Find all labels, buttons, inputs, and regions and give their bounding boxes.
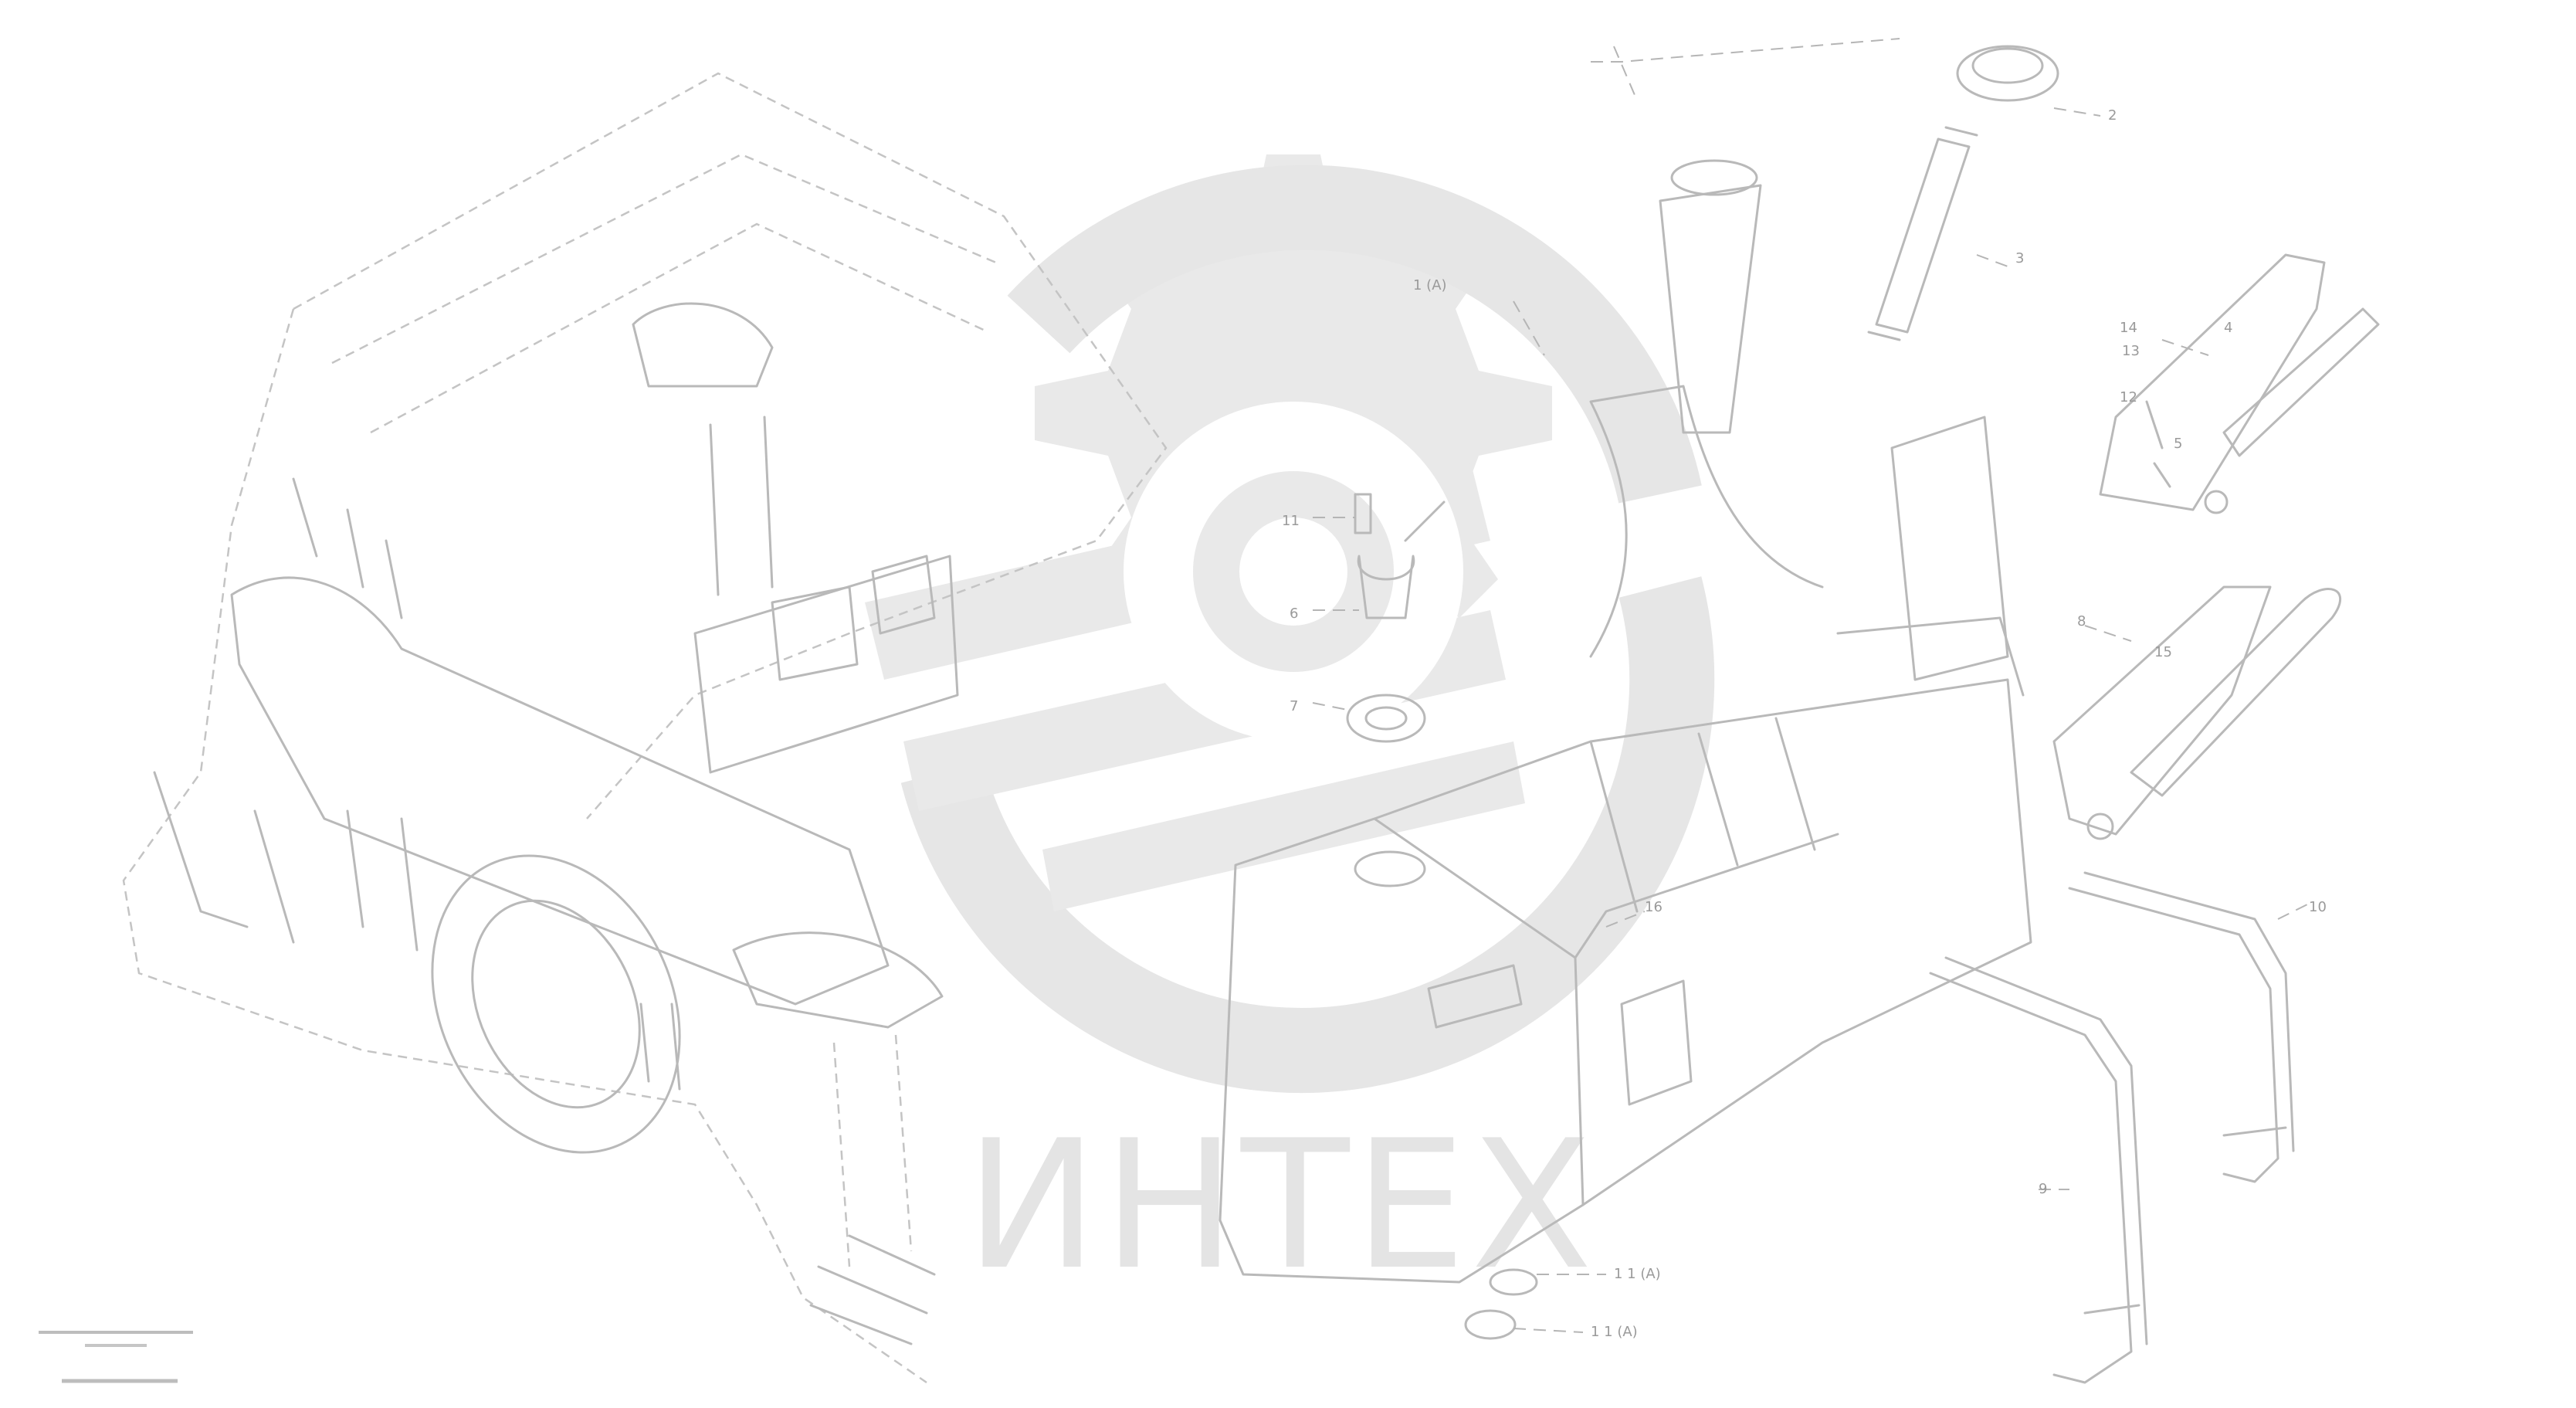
callout-1a: 1 (A) xyxy=(1413,277,1447,293)
watermark-text: ИНТЕХ xyxy=(965,1103,1597,1309)
drain-plug xyxy=(1464,1268,1538,1340)
callout-15: 15 xyxy=(2154,644,2172,660)
callout-3: 3 xyxy=(2015,250,2024,266)
callout-17: 1 1 (A) xyxy=(1614,1266,1661,1282)
callout-2: 2 xyxy=(2108,107,2117,124)
machine-body-outline xyxy=(122,72,1168,1384)
support-plate xyxy=(2052,585,2342,840)
drawing-stamp xyxy=(39,1331,193,1383)
callout-14: 14 xyxy=(2120,320,2137,336)
callout-10: 10 xyxy=(2309,899,2327,915)
fuel-tank xyxy=(1219,159,2032,1284)
tank-straps xyxy=(1929,871,2295,1384)
callout-13: 13 xyxy=(2122,343,2140,359)
bracket-and-strainer xyxy=(2099,253,2380,514)
callout-11: 11 xyxy=(1282,513,1300,529)
callout-8: 8 xyxy=(2077,613,2086,629)
callout-18: 1 1 (A) xyxy=(1591,1324,1638,1340)
leader-lines xyxy=(1312,38,2310,1333)
filler-cap-and-tube xyxy=(1867,45,2059,341)
callout-5: 5 xyxy=(2174,436,2182,452)
watermark-gear-logo xyxy=(865,154,1715,1094)
callout-9: 9 xyxy=(2039,1181,2047,1197)
callout-6: 6 xyxy=(1290,606,1298,622)
callout-7: 7 xyxy=(1290,698,1298,714)
callout-16: 16 xyxy=(1645,899,1663,915)
sender-unit xyxy=(1346,493,1446,743)
callout-12: 12 xyxy=(2120,389,2137,405)
callout-4: 4 xyxy=(2224,320,2232,336)
